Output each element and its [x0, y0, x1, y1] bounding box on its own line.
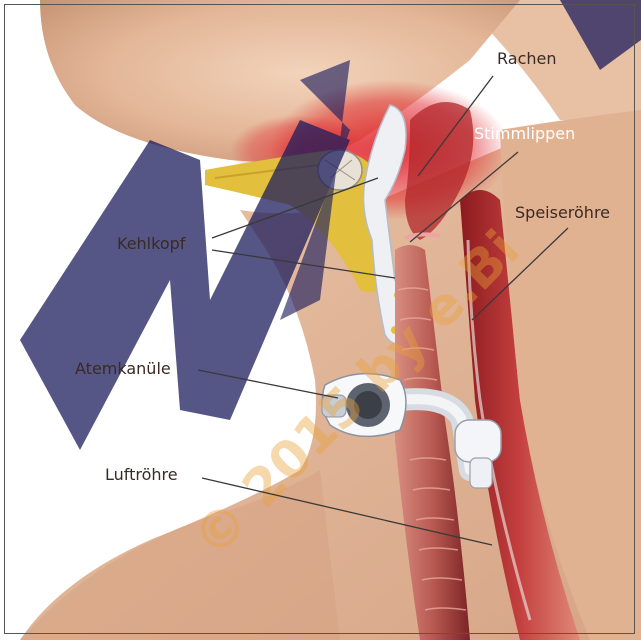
label-luftroehre: Luftröhre [105, 466, 178, 484]
label-atemkanuele: Atemkanüle [75, 360, 171, 378]
label-speiseroehre: Speiseröhre [515, 204, 610, 222]
label-kehlkopf: Kehlkopf [117, 235, 185, 253]
label-rachen: Rachen [497, 50, 557, 68]
label-stimmlippen: Stimmlippen [474, 125, 575, 143]
